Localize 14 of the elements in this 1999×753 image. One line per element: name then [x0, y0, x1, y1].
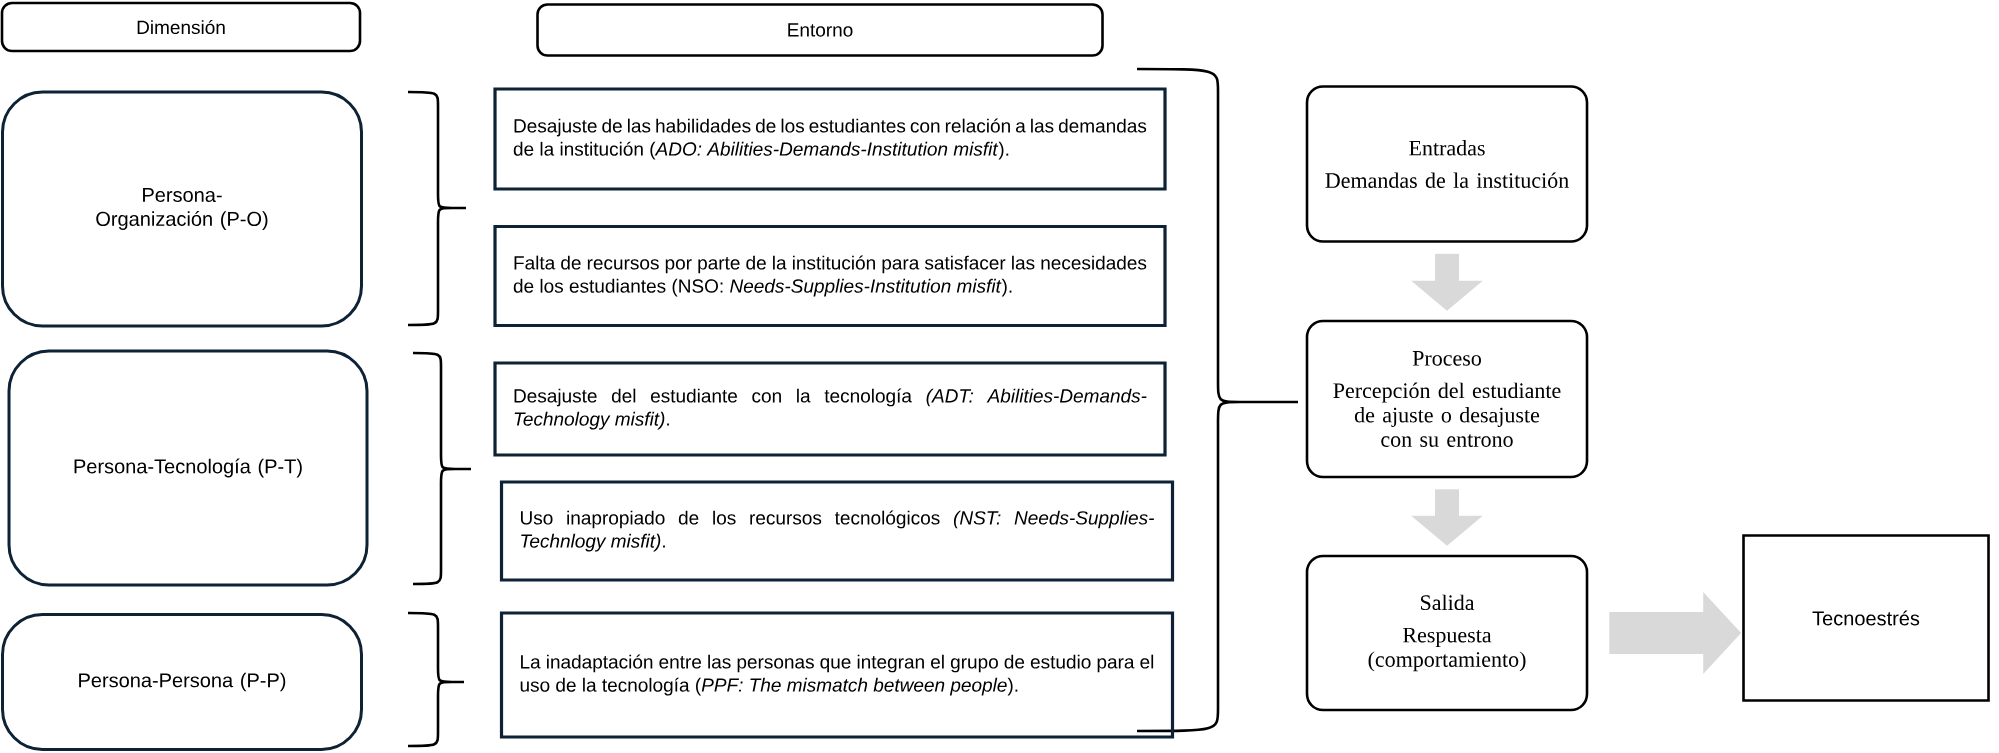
process-box: Proceso Percepción del estudiante de ajuste o desajuste con su entrono — [1305, 319, 1589, 479]
description-box: Falta de recursos por parte de la institución para satisfacer las necesidades de los estudiantes (NSO: Needs-Supplies-Institution misfit). — [493, 224, 1167, 328]
result-box: Tecnoestrés — [1742, 534, 1990, 702]
header-box: Entorno — [536, 3, 1104, 57]
process-box: Salida Respuesta (comportamiento) — [1305, 554, 1589, 712]
header-box: Dimensión — [0, 1, 362, 53]
dimension-box: Persona-Tecnología (P-T) — [7, 349, 369, 587]
description-box: Desajuste del estudiante con la tecnología (ADT: Abilities-Demands-Technology misfit). — [493, 361, 1167, 457]
process-box: Entradas Demandas de la institución — [1305, 85, 1589, 243]
description-box: La inadaptación entre las personas que integran el grupo de estudio para el uso de la tecnología (PPF: The mismatch between people). — [499, 611, 1175, 739]
dimension-box: Persona-Persona (P-P) — [1, 613, 363, 751]
description-box: Desajuste de las habilidades de los estudiantes con relación a las demandas de la institución (ADO: Abilities-Demands-Institution misfit). — [493, 87, 1167, 191]
dimension-box: Persona-Organización (P-O) — [1, 90, 363, 328]
description-box: Uso inapropiado de los recursos tecnológicos (NST: Needs-Supplies-Technlogy misfit). — [499, 480, 1175, 582]
